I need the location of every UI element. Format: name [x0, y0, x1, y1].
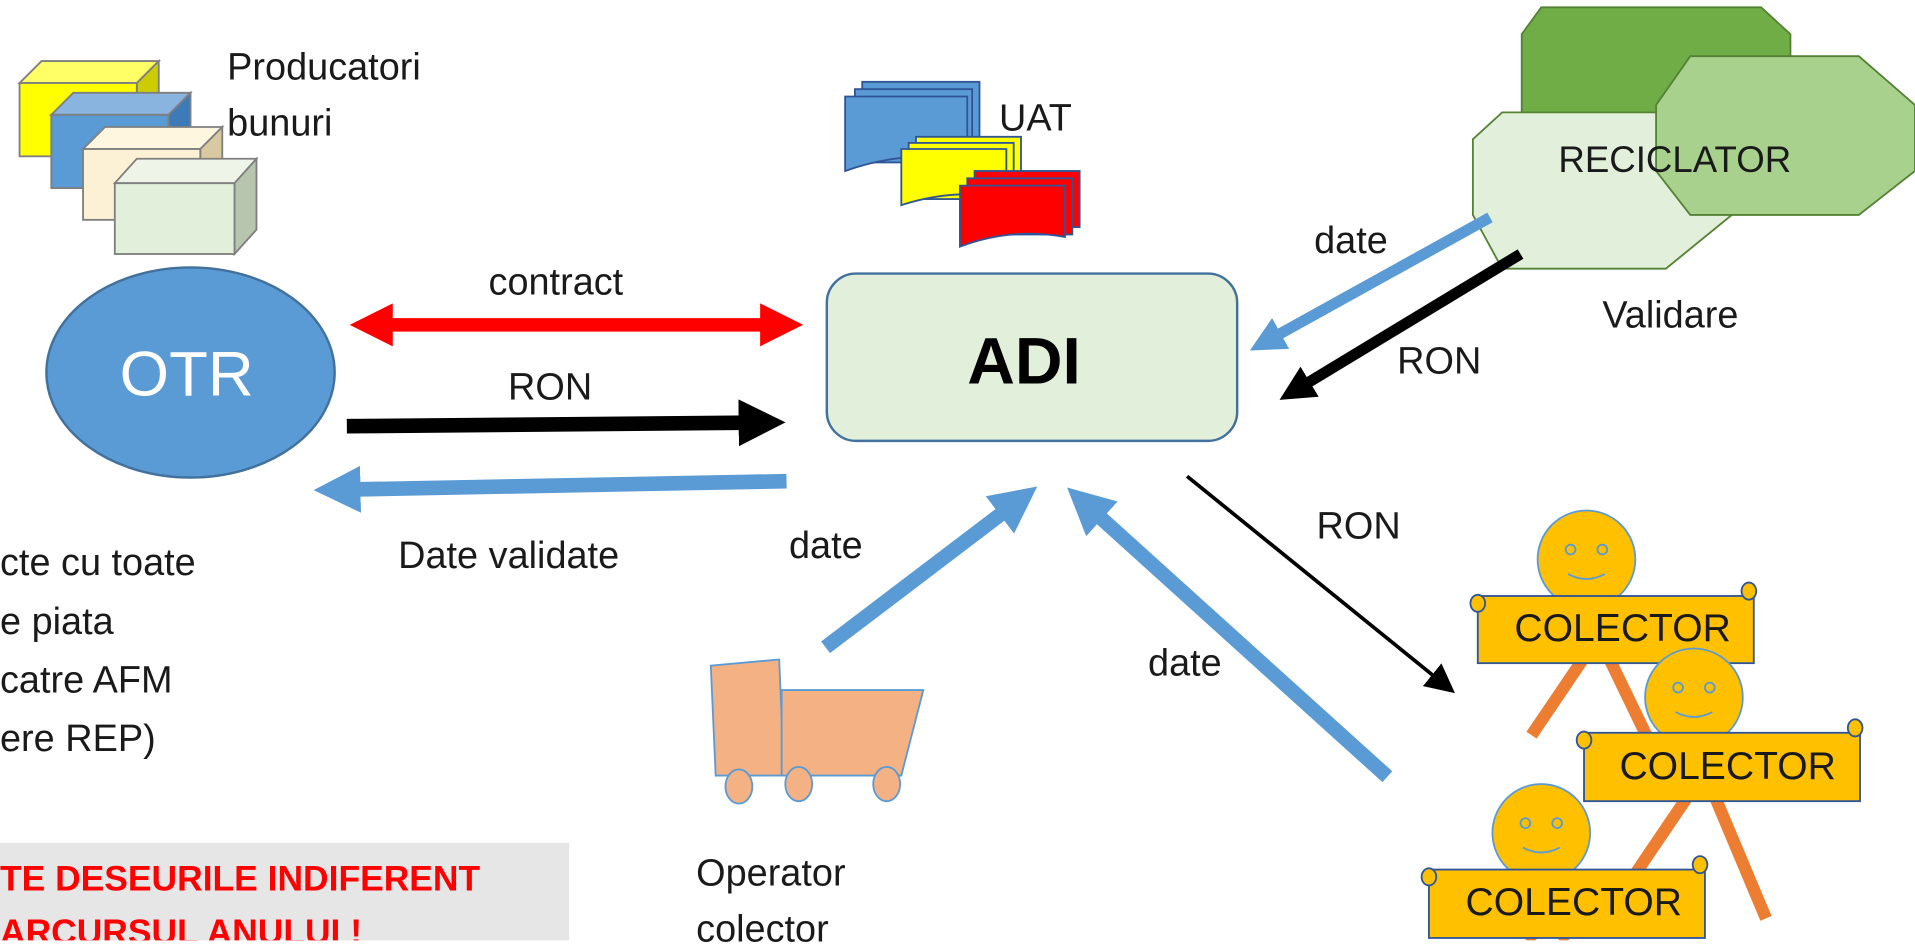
reciclator-octagons-icon — [1471, 6, 1915, 270]
ron-reciclator-label: RON — [1397, 339, 1482, 383]
date-operator-arrow — [821, 486, 1038, 654]
ron-otr-arrow — [346, 399, 786, 447]
contract-label: contract — [488, 260, 624, 303]
operator-label-line2: colector — [696, 907, 829, 951]
left-text-line3: catre AFM — [0, 658, 173, 702]
producers-label-line1: Producatori — [227, 45, 421, 88]
left-text-line2: e piata — [0, 599, 114, 643]
adi-label: ADI — [967, 324, 1081, 399]
left-text-line4: ere REP) — [0, 716, 156, 760]
ron-reciclator-arrow — [1279, 249, 1524, 400]
validare-label: Validare — [1602, 293, 1739, 336]
colector-label-2: COLECTOR — [1619, 743, 1836, 788]
operator-label-line1: Operator — [696, 851, 846, 894]
notice-line1: TE DESEURILE INDIFERENT — [0, 859, 481, 899]
colector-label-3: COLECTOR — [1465, 879, 1682, 924]
adi-box — [825, 272, 1239, 443]
notice-box: TE DESEURILE INDIFERENT ARCURSUL ANULUI … — [0, 842, 570, 941]
date-validate-arrow — [313, 465, 787, 513]
colector-label-1: COLECTOR — [1514, 605, 1731, 650]
uat-documents-icon — [844, 80, 1081, 249]
left-text-line1: cte cu toate — [0, 541, 196, 584]
producers-label-line2: bunuri — [227, 101, 333, 145]
reciclator-label: RECICLATOR — [1558, 140, 1792, 181]
producers-icon — [17, 58, 259, 257]
ron-colector-label: RON — [1316, 504, 1401, 548]
date-colector-label: date — [1148, 641, 1222, 684]
date-colector-arrow — [1067, 487, 1393, 783]
uat-label: UAT — [999, 96, 1072, 140]
date-operator-label: date — [788, 523, 863, 567]
ron-otr-label: RON — [508, 365, 593, 408]
notice-line2: ARCURSUL ANULUI ! — [0, 913, 363, 941]
operator-truck-icon — [709, 658, 925, 805]
ron-colector-arrow — [1185, 474, 1455, 694]
otr-label: OTR — [119, 339, 254, 411]
date-reciclator-label: date — [1314, 218, 1388, 262]
date-reciclator-arrow — [1249, 212, 1493, 351]
otr-ellipse — [45, 266, 336, 479]
date-validate-label: Date validate — [398, 533, 620, 577]
colector-figures-icon — [1420, 509, 1864, 941]
